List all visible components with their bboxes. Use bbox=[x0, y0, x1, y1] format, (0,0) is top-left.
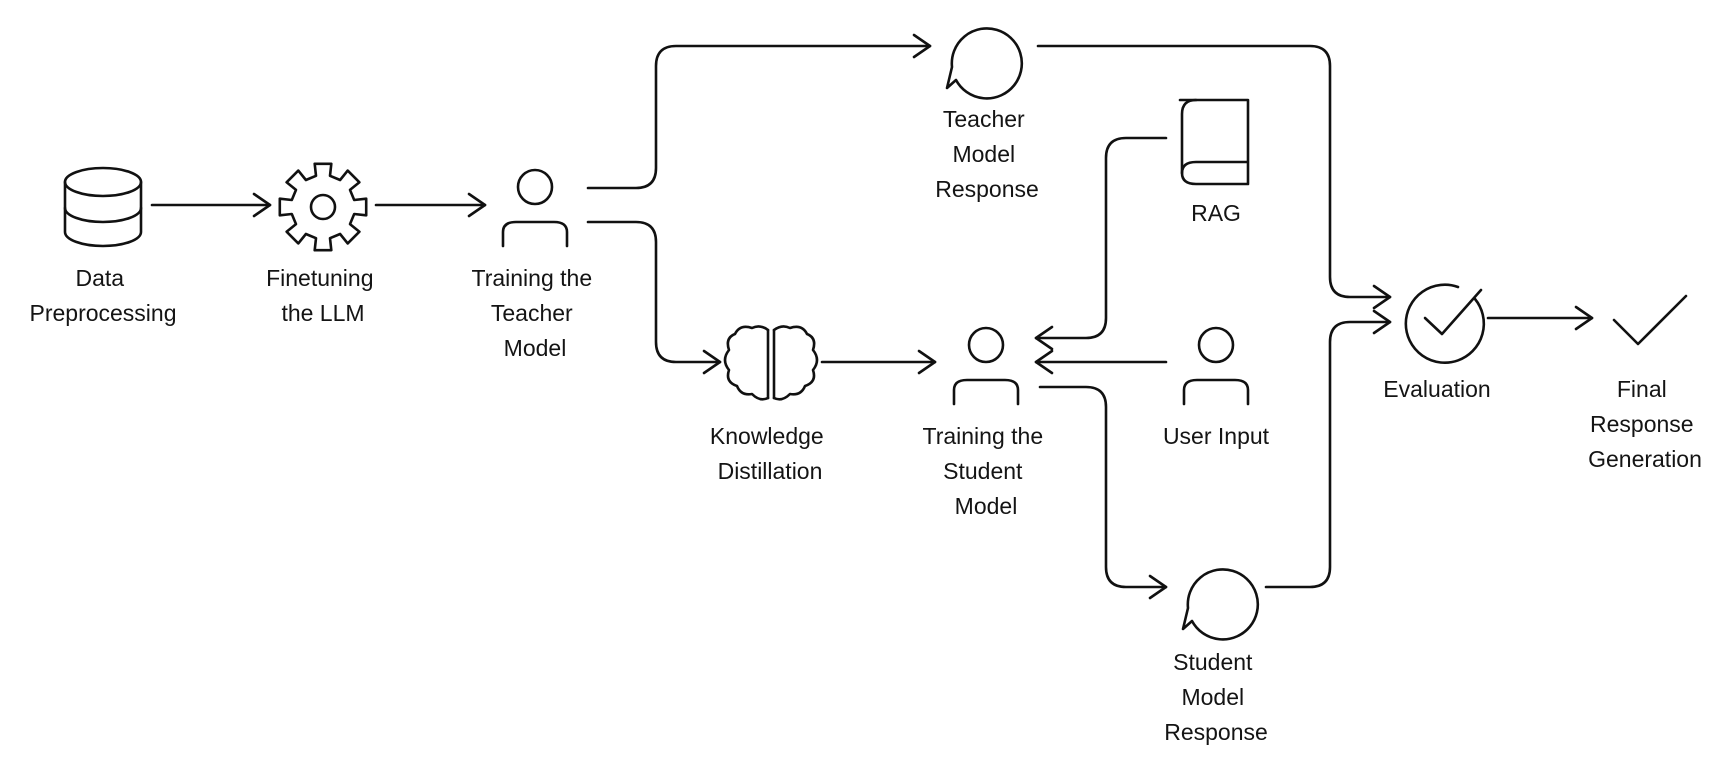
edge-rag-to-student bbox=[1034, 136, 1168, 340]
label-line: Data bbox=[76, 265, 125, 291]
label-line: Preprocessing bbox=[29, 300, 176, 326]
arrowhead-student bbox=[917, 349, 937, 375]
labels: Data Preprocessing Finetuning the LLM Tr… bbox=[29, 106, 1701, 745]
label-training-teacher: Training the Teacher Model bbox=[472, 265, 599, 361]
label-line: Response bbox=[935, 176, 1039, 202]
label-line: Training the bbox=[923, 423, 1044, 449]
check-icon bbox=[1612, 294, 1688, 346]
label-teacher-response: Teacher Model Response bbox=[935, 106, 1039, 202]
label-line: Teacher bbox=[943, 106, 1025, 132]
label-line: Model bbox=[1181, 684, 1244, 710]
label-line: Model bbox=[955, 493, 1018, 519]
gear-icon bbox=[278, 162, 368, 252]
arrowhead-teacher bbox=[467, 192, 487, 218]
label-line: Evaluation bbox=[1383, 376, 1490, 402]
label-line: Response bbox=[1164, 719, 1268, 745]
person-icon bbox=[501, 168, 569, 248]
arrowhead-finetuning bbox=[252, 192, 272, 218]
label-line: Teacher bbox=[491, 300, 573, 326]
label-line: Student bbox=[1173, 649, 1253, 675]
check-circle-icon bbox=[1404, 283, 1486, 364]
label-finetuning: Finetuning the LLM bbox=[266, 265, 380, 326]
edge-student-to-student-response bbox=[1038, 385, 1168, 589]
person-icon bbox=[952, 326, 1020, 406]
label-data-preprocessing: Data Preprocessing bbox=[29, 265, 176, 326]
label-line: User Input bbox=[1163, 423, 1270, 449]
arrowhead-evaluation-top bbox=[1372, 284, 1392, 310]
edge-teacher-to-distillation bbox=[586, 220, 722, 364]
speech-bubble-icon bbox=[945, 27, 1024, 100]
label-line: Model bbox=[952, 141, 1015, 167]
connectors bbox=[150, 33, 1594, 600]
label-line: Training the bbox=[472, 265, 593, 291]
edge-student-response-to-evaluation bbox=[1264, 320, 1392, 589]
label-line: Distillation bbox=[718, 458, 823, 484]
label-user-input: User Input bbox=[1163, 423, 1270, 449]
label-line: the LLM bbox=[281, 300, 364, 326]
label-student-response: Student Model Response bbox=[1164, 649, 1268, 745]
label-rag: RAG bbox=[1191, 200, 1241, 226]
arrowhead-distillation bbox=[702, 349, 722, 375]
person-icon bbox=[1182, 326, 1250, 406]
speech-bubble-icon bbox=[1181, 568, 1260, 641]
label-line: Generation bbox=[1588, 446, 1702, 472]
edge-teacher-to-teacher-response bbox=[586, 44, 932, 190]
arrowhead-student-from-rag bbox=[1034, 325, 1054, 351]
arrowhead-final bbox=[1574, 305, 1594, 331]
label-line: Finetuning bbox=[266, 265, 373, 291]
label-line: Knowledge bbox=[710, 423, 824, 449]
label-line: Model bbox=[504, 335, 567, 361]
label-line: Response bbox=[1590, 411, 1694, 437]
label-evaluation: Evaluation bbox=[1383, 376, 1490, 402]
label-line: Final bbox=[1617, 376, 1667, 402]
label-training-student: Training the Student Model bbox=[923, 423, 1050, 519]
database-icon bbox=[63, 166, 143, 248]
arrowhead-evaluation-bottom bbox=[1372, 309, 1392, 335]
edge-teacher-response-to-evaluation bbox=[1036, 44, 1392, 299]
label-line: RAG bbox=[1191, 200, 1241, 226]
arrowhead-teacher-response bbox=[912, 33, 932, 59]
label-final-response: Final Response Generation bbox=[1588, 376, 1702, 472]
brain-icon bbox=[723, 325, 819, 401]
arrowhead-student-response bbox=[1148, 574, 1168, 600]
arrowhead-student-from-user bbox=[1034, 349, 1054, 375]
label-knowledge-distillation: Knowledge Distillation bbox=[710, 423, 830, 484]
label-line: Student bbox=[943, 458, 1023, 484]
book-icon bbox=[1178, 98, 1250, 186]
